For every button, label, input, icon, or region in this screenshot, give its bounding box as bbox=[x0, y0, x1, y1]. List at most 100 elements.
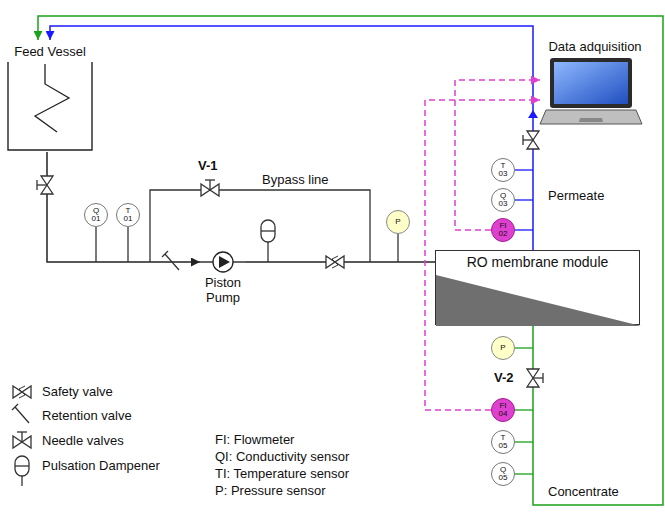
abbreviation-note: QI: Conductivity sensor bbox=[215, 449, 349, 464]
text-label: FI: Flowmeter bbox=[215, 432, 294, 447]
temperature-sensor: T 03 bbox=[491, 158, 515, 182]
laptop-touchpad bbox=[579, 118, 603, 122]
temperature-sensor: T 05 bbox=[491, 430, 515, 454]
sensor-tag: T 03 bbox=[499, 162, 508, 178]
legend-pulsation-dampener bbox=[15, 456, 29, 486]
sensor-tag: Q 05 bbox=[499, 466, 508, 482]
text-label: Permeate bbox=[548, 188, 604, 203]
legend-entry: Pulsation Dampener bbox=[42, 458, 160, 473]
conductivity-sensor: Q 03 bbox=[491, 188, 515, 212]
permeate-pipe bbox=[50, 26, 533, 250]
signal-line bbox=[455, 80, 540, 230]
sensor-stub bbox=[127, 227, 128, 262]
vessel-outline bbox=[8, 62, 92, 150]
ro-membrane-module: RO membrane module bbox=[435, 250, 640, 325]
sensor-tag: P bbox=[395, 218, 400, 226]
sensor-tag: T 01 bbox=[124, 207, 133, 223]
abbreviation-note: P: Pressure sensor bbox=[215, 483, 326, 498]
needle-valve-symbol bbox=[522, 135, 523, 145]
temperature-sensor: T 01 bbox=[116, 203, 140, 227]
flowmeter: FI 04 bbox=[491, 398, 515, 422]
abbreviation-note: FI: Flowmeter bbox=[215, 432, 294, 447]
node-label: Feed Vessel bbox=[14, 44, 86, 59]
sensor-stub bbox=[515, 473, 533, 474]
sensor-stub bbox=[515, 169, 533, 170]
sensor-tag: FI 02 bbox=[499, 222, 508, 238]
legend-needle-valve bbox=[17, 431, 27, 432]
line-name: Bypass line bbox=[262, 172, 328, 187]
sensor-stub bbox=[515, 348, 533, 474]
flow-arrow bbox=[528, 110, 538, 118]
legend-text: Needle valves bbox=[42, 433, 124, 448]
legend-entry: Retention valve bbox=[42, 408, 132, 423]
legend-safety-valve bbox=[13, 386, 31, 398]
retention-valve-symbol bbox=[162, 251, 179, 270]
sensor-stub bbox=[515, 229, 533, 230]
legend-safety-valve bbox=[13, 386, 31, 398]
legend-retention-valve bbox=[12, 404, 18, 410]
needle-valve-symbol bbox=[533, 377, 543, 378]
laptop-base bbox=[540, 110, 642, 124]
laptop-screen bbox=[554, 62, 628, 104]
needle-valve-symbol bbox=[209, 180, 210, 190]
legend-retention-valve bbox=[12, 404, 29, 423]
pressure-sensor: P bbox=[491, 336, 515, 360]
laptop-screen-frame bbox=[550, 58, 632, 108]
pulsation-dampener-symbol bbox=[267, 242, 268, 262]
sensor-tag: T 05 bbox=[499, 434, 508, 450]
text-label: Concentrate bbox=[548, 484, 619, 499]
safety-valve-symbol bbox=[326, 256, 344, 268]
sensor-tag: Q 01 bbox=[92, 207, 101, 223]
pulsation-dampener-symbol bbox=[261, 220, 275, 242]
needle-valve-symbol bbox=[523, 139, 533, 140]
sensor-stub bbox=[515, 170, 533, 230]
sensor-tag: FI 04 bbox=[499, 402, 508, 418]
valve-name: V-2 bbox=[494, 370, 514, 385]
pump-symbol bbox=[213, 252, 233, 272]
legend-needle-valve bbox=[21, 432, 22, 442]
needle-valve-symbol bbox=[201, 180, 219, 196]
legend-entry: Safety valve bbox=[42, 384, 113, 399]
legend-text: Retention valve bbox=[42, 408, 132, 423]
sensor-stub bbox=[397, 234, 398, 262]
legend-needle-valve bbox=[13, 432, 31, 448]
needle-valve-symbol bbox=[527, 369, 543, 387]
membrane-wedge bbox=[436, 275, 641, 326]
node-label: RO membrane module bbox=[467, 255, 609, 270]
data-acquisition-laptop: Data adquisition bbox=[540, 38, 650, 130]
legend-pulsation-dampener bbox=[21, 476, 22, 486]
legend-retention-valve bbox=[15, 407, 29, 423]
pulsation-dampener-symbol bbox=[261, 220, 275, 262]
text-label: TI: Temperature sensor bbox=[215, 466, 349, 481]
flow-arrow bbox=[528, 110, 538, 118]
pump-symbol bbox=[219, 256, 230, 268]
conductivity-sensor: Q 01 bbox=[84, 203, 108, 227]
sensor-stub bbox=[515, 199, 533, 200]
text-label: V-2 bbox=[494, 370, 514, 385]
needle-valve-symbol bbox=[542, 373, 543, 383]
sensor-tag: Q 03 bbox=[499, 192, 508, 208]
legend-pulsation-dampener bbox=[15, 465, 29, 466]
legend-text: Pulsation Dampener bbox=[42, 458, 160, 473]
sensor-stub bbox=[515, 347, 533, 348]
needle-valve-symbol bbox=[37, 176, 53, 194]
needle-valve-symbol bbox=[523, 131, 539, 149]
feed-pipe bbox=[47, 152, 200, 262]
legend-text: Safety valve bbox=[42, 384, 113, 399]
sensor-stub bbox=[95, 227, 96, 262]
legend-safety-valve bbox=[19, 386, 25, 398]
needle-valve-symbol bbox=[36, 180, 37, 190]
bypass-pipe bbox=[150, 190, 370, 262]
valve-name: V-1 bbox=[198, 158, 218, 173]
safety-valve-symbol bbox=[326, 256, 344, 268]
legend-entry: Needle valves bbox=[42, 433, 124, 448]
stream-name: Concentrate bbox=[548, 484, 619, 499]
stream-name: Permeate bbox=[548, 188, 604, 203]
pressure-sensor: P bbox=[386, 210, 410, 234]
feed-vessel: Feed Vessel bbox=[5, 40, 95, 152]
sensor-stub bbox=[515, 409, 533, 410]
flowmeter: FI 02 bbox=[491, 218, 515, 242]
retention-valve-symbol bbox=[162, 251, 168, 257]
safety-valve-symbol bbox=[332, 256, 338, 268]
